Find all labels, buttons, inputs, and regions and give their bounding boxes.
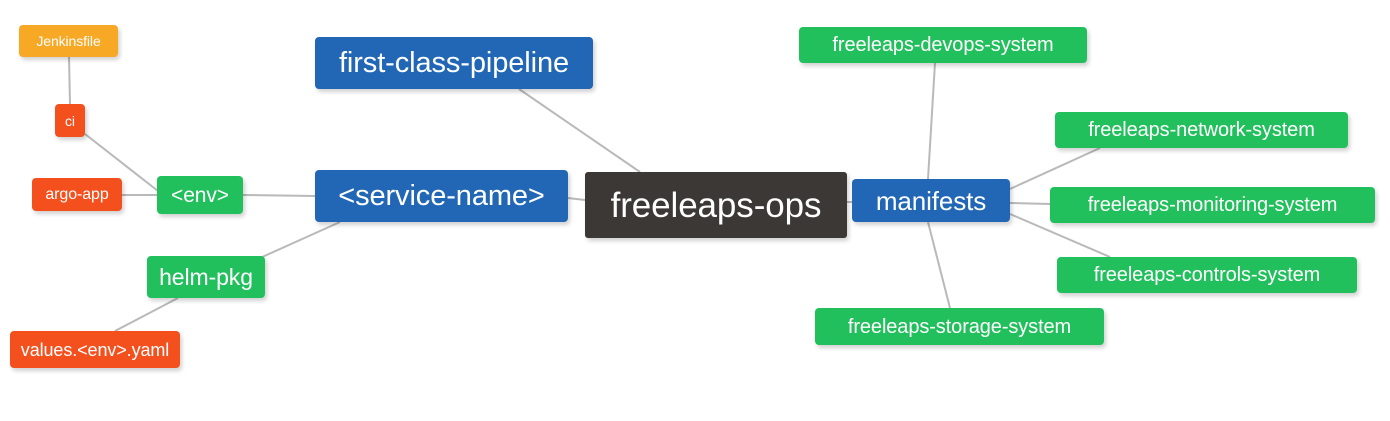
node-label: freeleaps-ops bbox=[610, 185, 822, 225]
edge-valuesyaml-helmpkg bbox=[114, 297, 179, 332]
node-service-name[interactable]: <service-name> bbox=[315, 170, 568, 222]
node-manifests[interactable]: manifests bbox=[852, 179, 1010, 222]
edge-servicename-root bbox=[567, 197, 586, 201]
node-ci[interactable]: ci bbox=[55, 104, 85, 137]
node-label: <service-name> bbox=[338, 179, 545, 212]
node-network-system[interactable]: freeleaps-network-system bbox=[1055, 112, 1348, 148]
node-jenkinsfile[interactable]: Jenkinsfile bbox=[19, 25, 118, 57]
node-label: values.<env>.yaml bbox=[20, 339, 170, 360]
node-helm-pkg[interactable]: helm-pkg bbox=[147, 256, 265, 298]
node-env[interactable]: <env> bbox=[157, 176, 243, 214]
edge-helmpkg-servicename bbox=[259, 221, 341, 259]
node-values-yaml[interactable]: values.<env>.yaml bbox=[10, 331, 180, 368]
node-label: freeleaps-storage-system bbox=[847, 315, 1072, 338]
edge-jenkinsfile-ci bbox=[68, 56, 71, 105]
node-argo-app[interactable]: argo-app bbox=[32, 178, 122, 211]
node-devops-system[interactable]: freeleaps-devops-system bbox=[799, 27, 1087, 63]
edge-manifests-devops bbox=[927, 62, 936, 180]
node-label: freeleaps-network-system bbox=[1088, 119, 1315, 141]
node-controls-system[interactable]: freeleaps-controls-system bbox=[1057, 257, 1357, 293]
edge-manifests-storage bbox=[927, 221, 951, 309]
node-monitoring-system[interactable]: freeleaps-monitoring-system bbox=[1050, 187, 1375, 223]
node-label: helm-pkg bbox=[159, 263, 253, 290]
node-label: argo-app bbox=[45, 185, 109, 203]
node-label: freeleaps-monitoring-system bbox=[1087, 194, 1338, 216]
node-freeleaps-ops[interactable]: freeleaps-ops bbox=[585, 172, 847, 238]
edge-manifests-network bbox=[1009, 147, 1101, 190]
node-label: first-class-pipeline bbox=[338, 46, 570, 79]
node-storage-system[interactable]: freeleaps-storage-system bbox=[815, 308, 1104, 345]
edge-manifests-monitoring bbox=[1009, 202, 1051, 205]
node-label: manifests bbox=[875, 185, 987, 216]
node-first-class-pipeline[interactable]: first-class-pipeline bbox=[315, 37, 593, 89]
node-label: freeleaps-controls-system bbox=[1093, 264, 1321, 286]
edge-env-servicename bbox=[242, 194, 316, 197]
node-label: freeleaps-devops-system bbox=[832, 34, 1054, 56]
node-label: ci bbox=[65, 112, 75, 129]
edge-pipeline-root bbox=[518, 88, 641, 173]
node-label: Jenkinsfile bbox=[36, 33, 101, 49]
node-label: <env> bbox=[171, 183, 229, 207]
